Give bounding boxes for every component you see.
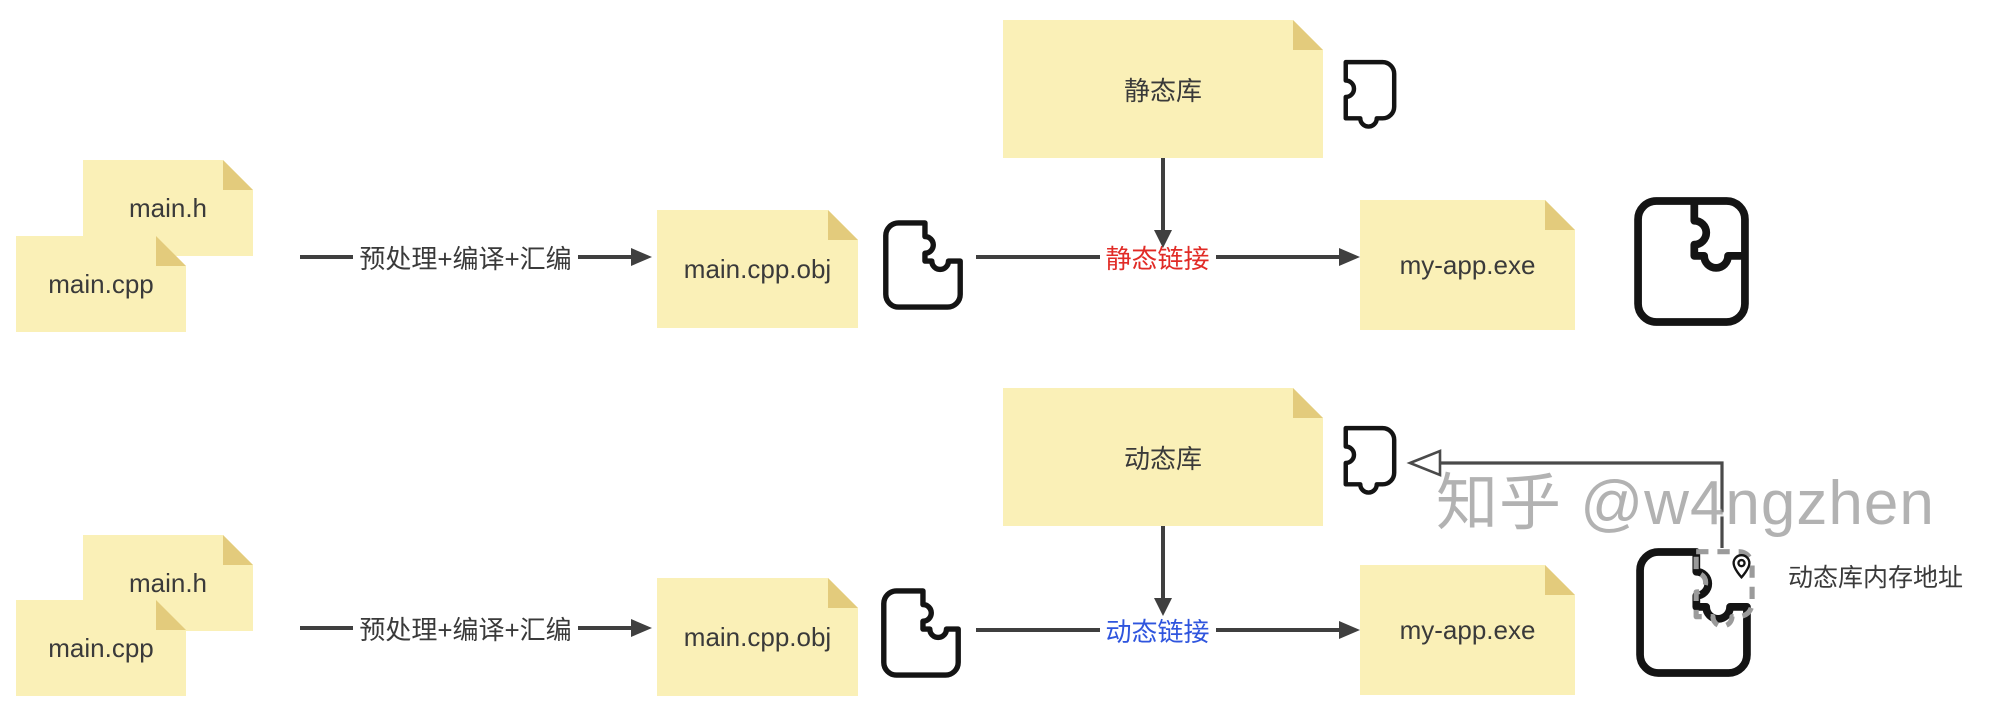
puzzle-piece-icon [874, 586, 968, 680]
note-static-library: 静态库 [1003, 20, 1323, 158]
arrowhead-left-hollow [1406, 449, 1442, 477]
note-label: 动态库 [1123, 443, 1202, 474]
note-fold-corner [1545, 565, 1575, 595]
note-label: 静态库 [1123, 75, 1202, 106]
note-label: main.cpp.obj [683, 253, 832, 284]
arrowhead-right [631, 619, 652, 637]
note-static-main-cpp: main.cpp [16, 236, 186, 332]
arrow-line [976, 628, 1100, 632]
watermark: 知乎 @w4ngzhen [1436, 469, 1935, 538]
note-label: main.cpp [48, 632, 154, 663]
arrow-line [577, 626, 631, 630]
note-label: main.cpp [48, 268, 154, 299]
puzzle-piece-icon [876, 218, 970, 312]
arrowhead-right [1339, 248, 1361, 266]
library-puzzle-piece-icon [1338, 422, 1400, 504]
arrow-line [1215, 628, 1340, 632]
note-fold-corner [1545, 200, 1575, 230]
arrowhead-down [1154, 598, 1172, 616]
dynamic-link-label: 动态链接 [1099, 611, 1216, 649]
note-label: main.h [128, 567, 208, 598]
static-library-down-arrow [1152, 158, 1174, 248]
note-fold-corner [223, 535, 253, 565]
merged-puzzle-icon [1624, 194, 1759, 329]
arrowhead-right [1339, 621, 1361, 639]
arrowhead-down [1154, 230, 1172, 248]
arrow-line [1161, 158, 1165, 230]
dynamic-link-arrow: 动态链接 [976, 611, 1361, 649]
note-dynamic-library: 动态库 [1003, 388, 1323, 526]
dynamic-library-down-arrow [1152, 526, 1174, 616]
note-label: main.cpp.obj [683, 621, 832, 652]
note-static-obj: main.cpp.obj [657, 210, 858, 328]
note-fold-corner [828, 210, 858, 240]
note-label: my-app.exe [1399, 249, 1536, 280]
note-label: main.h [128, 192, 208, 223]
compile-arrow-static: 预处理+编译+汇编 [300, 238, 652, 276]
arrow-line [300, 626, 354, 630]
note-fold-corner [1293, 20, 1323, 50]
note-dynamic-obj: main.cpp.obj [657, 578, 858, 696]
arrowhead-right [631, 248, 652, 266]
compile-arrow-dynamic: 预处理+编译+汇编 [300, 609, 652, 647]
compile-arrow-label: 预处理+编译+汇编 [353, 609, 578, 647]
arrow-line [1215, 255, 1340, 259]
arrow-line [577, 255, 631, 259]
arrow-line [976, 255, 1100, 259]
note-dynamic-output-exe: my-app.exe [1360, 565, 1575, 695]
arrow-line [300, 255, 354, 259]
note-static-output-exe: my-app.exe [1360, 200, 1575, 330]
library-puzzle-piece-icon [1338, 56, 1400, 138]
return-arrow [1406, 449, 1724, 548]
note-fold-corner [1293, 388, 1323, 418]
note-fold-corner [828, 578, 858, 608]
note-label: my-app.exe [1399, 614, 1536, 645]
memory-address-label: 动态库内存地址 [1788, 564, 1964, 592]
compile-arrow-label: 预处理+编译+汇编 [353, 238, 578, 276]
location-pin-icon [1732, 554, 1751, 580]
arrow-line [1161, 526, 1165, 598]
note-fold-corner [223, 160, 253, 190]
